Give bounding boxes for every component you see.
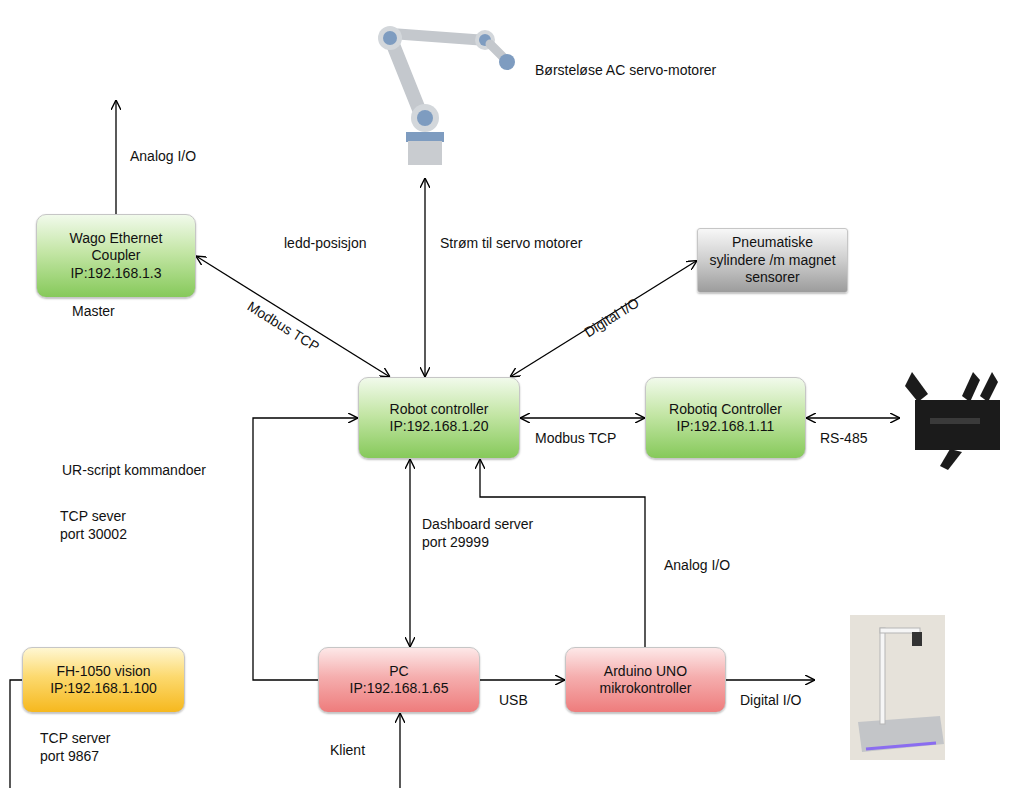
- gripper-finger: [980, 372, 998, 402]
- rig-plate: [858, 716, 944, 752]
- servo-wire: [424, 178, 425, 377]
- arm-upper-link: [392, 42, 420, 112]
- rig-pole: [880, 628, 885, 724]
- signal-label: Analog I/O: [130, 148, 196, 166]
- connector-label: Dashboard server port 29999: [420, 516, 542, 551]
- signal-label: RS-485: [820, 430, 867, 448]
- rig-light: [866, 743, 936, 749]
- box-text: Arduino UNO mikrokontroller: [574, 663, 717, 698]
- signal-label: Strøm til servo motorer: [440, 235, 582, 253]
- connector-arrow: [480, 459, 645, 647]
- process-box: Pneumatiske sylindere /m magnet sensorer: [697, 228, 848, 293]
- box-text: Robotiq Controller IP:192.168.1.11: [654, 401, 797, 436]
- arm-elbow: [378, 26, 402, 50]
- arm-elbow-cap: [383, 31, 397, 45]
- arm-shoulder-cap: [417, 110, 433, 126]
- client-wire: [399, 713, 400, 788]
- process-box: FH-1050 vision IP:192.168.1.100: [22, 647, 185, 713]
- signal-label: Master: [72, 303, 115, 321]
- analog-io-wire: [115, 100, 116, 214]
- gripper-finger: [940, 449, 962, 470]
- layout-wires: [10, 100, 900, 788]
- arm-forearm: [398, 34, 480, 40]
- signal-label: Digital I/O: [740, 692, 801, 710]
- gripper-picture: [905, 372, 1000, 470]
- connector-arrow: [510, 261, 697, 378]
- arm-base: [408, 141, 442, 165]
- connector-arrow: [480, 679, 565, 680]
- gripper-finger: [905, 372, 928, 402]
- process-box: PC IP:192.168.1.65: [318, 647, 480, 713]
- box-text: Pneumatiske sylindere /m magnet sensorer: [704, 234, 841, 287]
- arm-shoulder: [411, 104, 439, 132]
- connector-label: Analog I/O: [662, 557, 732, 575]
- arm-tool-flange: [499, 54, 515, 70]
- connector-layer: [196, 256, 697, 680]
- photo-background: [850, 615, 945, 760]
- box-text: FH-1050 vision IP:192.168.1.100: [31, 663, 176, 698]
- robot-arm-picture: [378, 26, 515, 165]
- process-box: Wago Ethernet Coupler IP:192.168.1.3: [36, 214, 196, 298]
- rig-camera: [912, 632, 922, 646]
- process-box: Robot controller IP:192.168.1.20: [358, 377, 520, 459]
- signal-label: Børsteløse AC servo-motorer: [535, 62, 716, 80]
- arm-ring: [406, 132, 444, 142]
- signal-label: ledd-posisjon: [284, 235, 367, 253]
- connector-arrow: [253, 418, 358, 680]
- connector-arrow: [196, 256, 390, 377]
- vision-wire: [10, 680, 22, 788]
- box-text: PC IP:192.168.1.65: [347, 663, 451, 698]
- process-box: Robotiq Controller IP:192.168.1.11: [645, 377, 806, 459]
- box-text: Robot controller IP:192.168.1.20: [367, 401, 511, 436]
- connector-label: USB: [497, 692, 530, 710]
- rs485-wire: [806, 417, 900, 418]
- connector-label: Modbus TCP: [242, 297, 324, 357]
- gripper-finger: [962, 372, 980, 402]
- signal-label: Klient: [330, 742, 365, 760]
- camera-rig-picture: [850, 615, 945, 760]
- connector-arrow: [520, 417, 645, 418]
- gripper-logo-plate: [930, 418, 980, 424]
- signal-label: TCP sever port 30002: [60, 508, 150, 543]
- gripper-body: [915, 400, 1000, 450]
- process-box: Arduino UNO mikrokontroller: [565, 647, 726, 713]
- box-text: Wago Ethernet Coupler IP:192.168.1.3: [57, 230, 175, 283]
- signal-label: TCP server port 9867: [40, 730, 130, 765]
- digital-io-wire: [726, 679, 815, 680]
- connector-arrow: [409, 459, 410, 647]
- connector-label: Modbus TCP: [533, 430, 618, 448]
- connector-label: Digital I/O: [580, 293, 645, 342]
- connector-label: UR-script kommandoer: [60, 462, 208, 480]
